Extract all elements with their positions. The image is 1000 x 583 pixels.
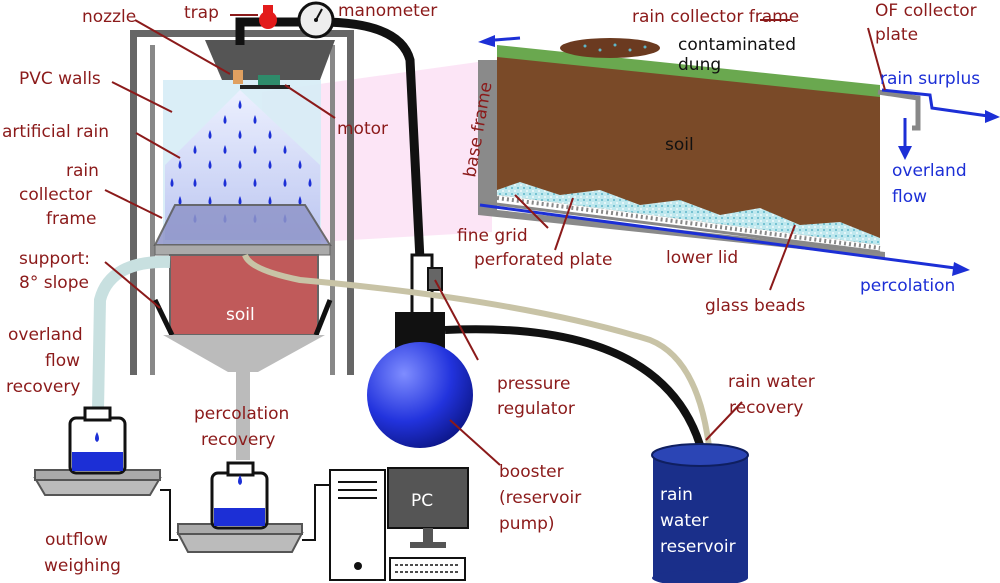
- booster-label-1: booster: [499, 462, 564, 482]
- of-collector-plate-label-2: plate: [875, 25, 918, 45]
- percolation-recovery-label-2: recovery: [201, 430, 275, 450]
- fine-grid-label: fine grid: [457, 226, 528, 246]
- scale-cables: [160, 484, 330, 541]
- contaminated-dung-label-1: contaminated: [678, 35, 796, 55]
- rain-surplus-label: rain surplus: [880, 69, 980, 89]
- lower-lid-label: lower lid: [666, 248, 738, 268]
- motor-label: motor: [337, 119, 388, 139]
- soil-label: soil: [226, 305, 255, 325]
- glass-beads-label: glass beads: [705, 296, 806, 316]
- overland-flow-label-2: flow: [892, 187, 927, 207]
- manometer-label: manometer: [338, 1, 437, 21]
- rain-water-recovery-hose: [242, 253, 713, 456]
- contaminated-dung: [560, 38, 660, 58]
- manometer: [297, 1, 335, 39]
- trap: [259, 5, 277, 29]
- rain-collector-frame-label-1: rain: [66, 161, 99, 181]
- pressure-regulator-label-2: regulator: [497, 399, 575, 419]
- supply-hose: [444, 325, 704, 447]
- nozzle-label: nozzle: [82, 7, 136, 27]
- motor: [258, 75, 280, 85]
- reservoir-label-1: rain: [660, 485, 693, 505]
- percolation-label: percolation: [860, 276, 955, 296]
- overland-flow-label-1: overland: [892, 161, 967, 181]
- pvc-walls-label: PVC walls: [19, 69, 101, 89]
- rain-collector-frame-tray: [153, 204, 332, 246]
- rain-collector-frame-detail-label: rain collector frame: [632, 7, 799, 27]
- booster-label-2: (reservoir: [499, 488, 581, 508]
- pc-tower: [329, 469, 386, 581]
- overland-flow-scale: [33, 469, 162, 496]
- percolation-recovery-label-1: percolation: [194, 404, 289, 424]
- keyboard: [389, 557, 466, 581]
- percolation-bottle: [210, 461, 269, 530]
- glass-beads: [497, 182, 880, 245]
- artificial-rain-cone: [165, 90, 320, 240]
- reservoir-label-2: water: [660, 511, 708, 531]
- rain-water-reservoir: [651, 443, 749, 583]
- booster-pump: [367, 342, 473, 448]
- artificial-rain-label: artificial rain: [2, 122, 109, 142]
- of-collector-plate: [877, 89, 921, 131]
- perforated-plate: [496, 196, 881, 250]
- rain-water-recovery-label-2: recovery: [729, 398, 803, 418]
- soil-detail-label: soil: [665, 135, 694, 155]
- of-collector-plate-label-1: OF collector: [875, 1, 977, 21]
- lower-lid: [479, 200, 881, 254]
- pc-label: PC: [411, 491, 433, 511]
- overland-flow-recovery-label-1: overland: [8, 325, 83, 345]
- perforated-plate-label: perforated plate: [474, 250, 612, 270]
- pressure-regulator-label-1: pressure: [497, 374, 570, 394]
- booster-label-3: pump): [499, 514, 555, 534]
- outflow-weighing-label-1: outflow: [45, 530, 108, 550]
- rain-collector-frame-label-3: frame: [46, 209, 96, 229]
- leader-lines: [104, 14, 886, 466]
- contaminated-dung-label-2: dung: [678, 55, 721, 75]
- overland-flow-hose: [92, 255, 171, 411]
- overland-flow-bottle: [68, 406, 127, 475]
- overland-flow-recovery-label-2: flow: [45, 351, 80, 371]
- percolation-funnel: [163, 335, 325, 372]
- rain-collector-frame-label-2: collector: [19, 185, 92, 205]
- support-label-1: support:: [19, 249, 90, 269]
- support-label-2: 8° slope: [19, 273, 89, 293]
- overland-flow-recovery-label-3: recovery: [6, 377, 80, 397]
- rain-drops: [170, 100, 312, 223]
- pc-monitor: [387, 467, 469, 548]
- plot-detail: [478, 38, 921, 258]
- grass-strip: [497, 45, 880, 97]
- trap-label: trap: [184, 3, 219, 23]
- outflow-weighing-label-2: weighing: [44, 556, 121, 576]
- rain-water-recovery-label-1: rain water: [728, 372, 815, 392]
- soil-box: [169, 254, 319, 336]
- reservoir-label-3: reservoir: [660, 537, 736, 557]
- flow-arrows: [478, 35, 1000, 276]
- nozzle-housing: [205, 40, 335, 80]
